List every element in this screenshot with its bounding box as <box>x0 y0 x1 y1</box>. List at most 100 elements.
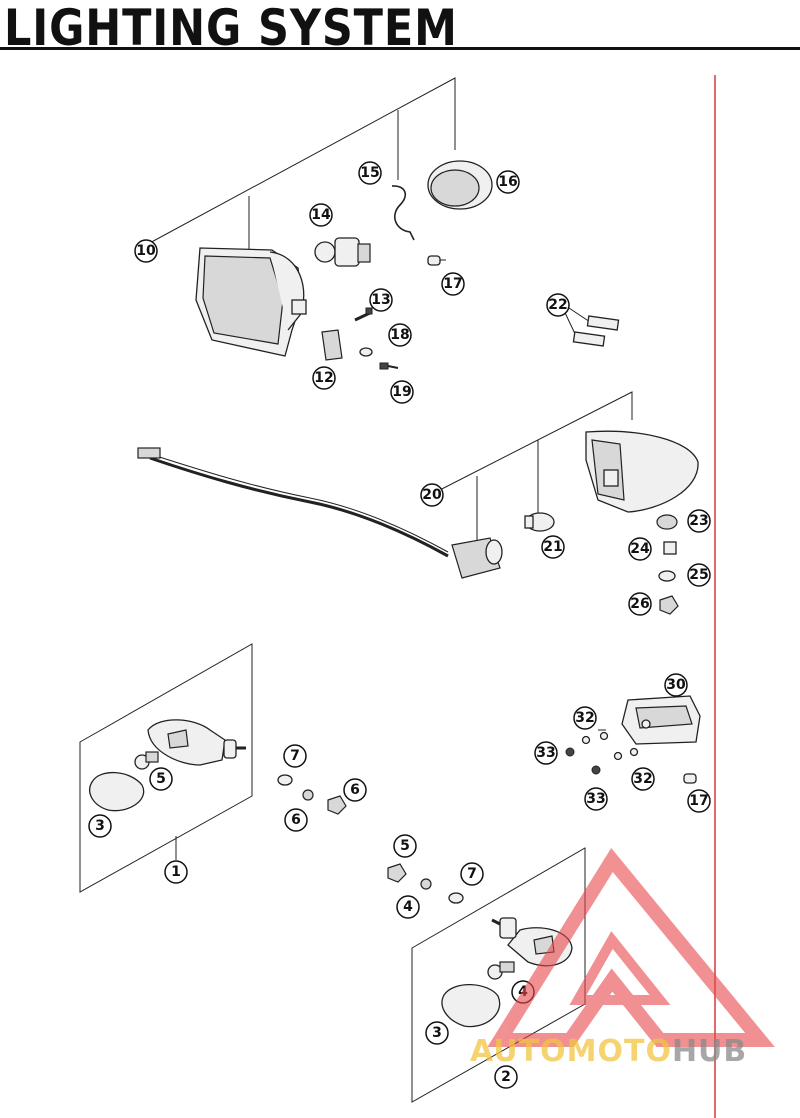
svg-text:6: 6 <box>291 812 301 828</box>
callout-14: 14 <box>309 203 333 227</box>
svg-text:16: 16 <box>498 174 517 190</box>
callout-20: 20 <box>420 483 444 507</box>
svg-text:26: 26 <box>630 596 649 612</box>
callout-7b: 7 <box>460 862 484 886</box>
callout-26: 26 <box>628 592 652 616</box>
callout-3a: 3 <box>88 814 112 838</box>
callout-21: 21 <box>541 535 565 559</box>
turn-signal-housing <box>147 719 246 766</box>
svg-text:5: 5 <box>156 771 166 787</box>
callout-32a: 32 <box>573 706 597 730</box>
title-rule <box>0 47 800 50</box>
rubber-dust-cap <box>427 160 493 210</box>
callout-5b: 5 <box>393 834 417 858</box>
svg-text:33: 33 <box>536 745 555 761</box>
bulb-socket <box>451 537 503 579</box>
washer <box>658 570 676 582</box>
callout-23: 23 <box>687 509 711 533</box>
svg-text:21: 21 <box>543 539 562 555</box>
svg-text:4: 4 <box>403 899 413 915</box>
callout-22: 22 <box>546 293 570 317</box>
callout-1: 1 <box>164 860 188 884</box>
svg-text:12: 12 <box>314 370 333 386</box>
mounting-screw <box>354 307 373 322</box>
callout-19: 19 <box>390 380 414 404</box>
svg-text:5: 5 <box>400 838 410 854</box>
parking-bulb <box>427 255 446 266</box>
svg-text:23: 23 <box>689 513 708 529</box>
page-title: LIGHTING SYSTEM <box>4 0 458 57</box>
callout-3b: 3 <box>425 1021 449 1045</box>
tail-light-housing <box>585 430 699 513</box>
callout-6a: 6 <box>284 808 308 832</box>
callout-12: 12 <box>312 366 336 390</box>
svg-text:14: 14 <box>311 207 331 223</box>
callout-17: 17 <box>441 272 465 296</box>
svg-text:7: 7 <box>290 748 300 764</box>
svg-text:18: 18 <box>390 327 409 343</box>
turn-signal-fasteners <box>277 774 464 904</box>
turn-signal-lens <box>441 983 501 1028</box>
callout-5a: 6 <box>343 778 367 802</box>
callout-6b: 4 <box>396 895 420 919</box>
svg-text:1: 1 <box>171 864 181 880</box>
callout-15: 15 <box>358 161 382 185</box>
headlight-bracket <box>321 329 343 361</box>
callout-32b: 32 <box>631 767 655 791</box>
callout-2: 2 <box>494 1065 518 1089</box>
screw <box>379 362 399 370</box>
watermark-logo <box>487 848 775 1047</box>
bulb-retaining-clip <box>391 185 415 241</box>
nut <box>659 595 679 615</box>
reflector-pads <box>559 301 620 347</box>
watermark-text: AUTOMOTOHUB <box>470 1034 748 1069</box>
callout-24: 24 <box>628 537 652 561</box>
spacer <box>663 541 677 555</box>
tail-light-group <box>137 391 699 615</box>
svg-text:20: 20 <box>422 487 442 503</box>
svg-text:3: 3 <box>95 818 105 834</box>
svg-text:25: 25 <box>689 567 708 583</box>
svg-text:6: 6 <box>350 782 360 798</box>
svg-text:33: 33 <box>586 791 605 807</box>
svg-text:32: 32 <box>575 710 594 726</box>
svg-text:10: 10 <box>136 243 156 259</box>
svg-text:15: 15 <box>360 165 379 181</box>
washer <box>359 347 373 357</box>
svg-text:19: 19 <box>392 384 411 400</box>
svg-text:32: 32 <box>633 771 652 787</box>
callout-33b: 33 <box>584 787 608 811</box>
svg-text:2: 2 <box>501 1069 511 1085</box>
svg-text:17: 17 <box>443 276 462 292</box>
turn-signal-lens <box>89 771 145 812</box>
license-plate-light <box>565 695 701 784</box>
callout-30: 30 <box>664 673 688 697</box>
svg-text:7: 7 <box>467 866 477 882</box>
turn-signal-bulb <box>487 961 515 980</box>
callout-10: 10 <box>134 239 158 263</box>
svg-text:17: 17 <box>689 793 708 809</box>
callout-16: 16 <box>496 170 520 194</box>
page-margin-line <box>714 75 716 1118</box>
wiring-harness <box>137 447 449 558</box>
rubber-grommet <box>656 514 678 530</box>
headlight-bulb <box>314 237 371 267</box>
callout-17b: 17 <box>687 789 711 813</box>
callout-33a: 33 <box>534 741 558 765</box>
callout-13: 13 <box>369 288 393 312</box>
turn-signal-left <box>79 643 253 893</box>
callout-18: 18 <box>388 323 412 347</box>
tail-bulb <box>524 512 555 532</box>
headlight-group <box>145 77 620 370</box>
svg-text:22: 22 <box>548 297 567 313</box>
headlight-housing <box>195 247 307 357</box>
turn-signal-bulb <box>134 751 159 770</box>
svg-text:24: 24 <box>630 541 650 557</box>
svg-text:30: 30 <box>666 677 686 693</box>
svg-text:13: 13 <box>371 292 390 308</box>
callout-4a: 5 <box>149 767 173 791</box>
callout-25: 25 <box>687 563 711 587</box>
callout-7a: 7 <box>283 744 307 768</box>
svg-text:3: 3 <box>432 1025 442 1041</box>
